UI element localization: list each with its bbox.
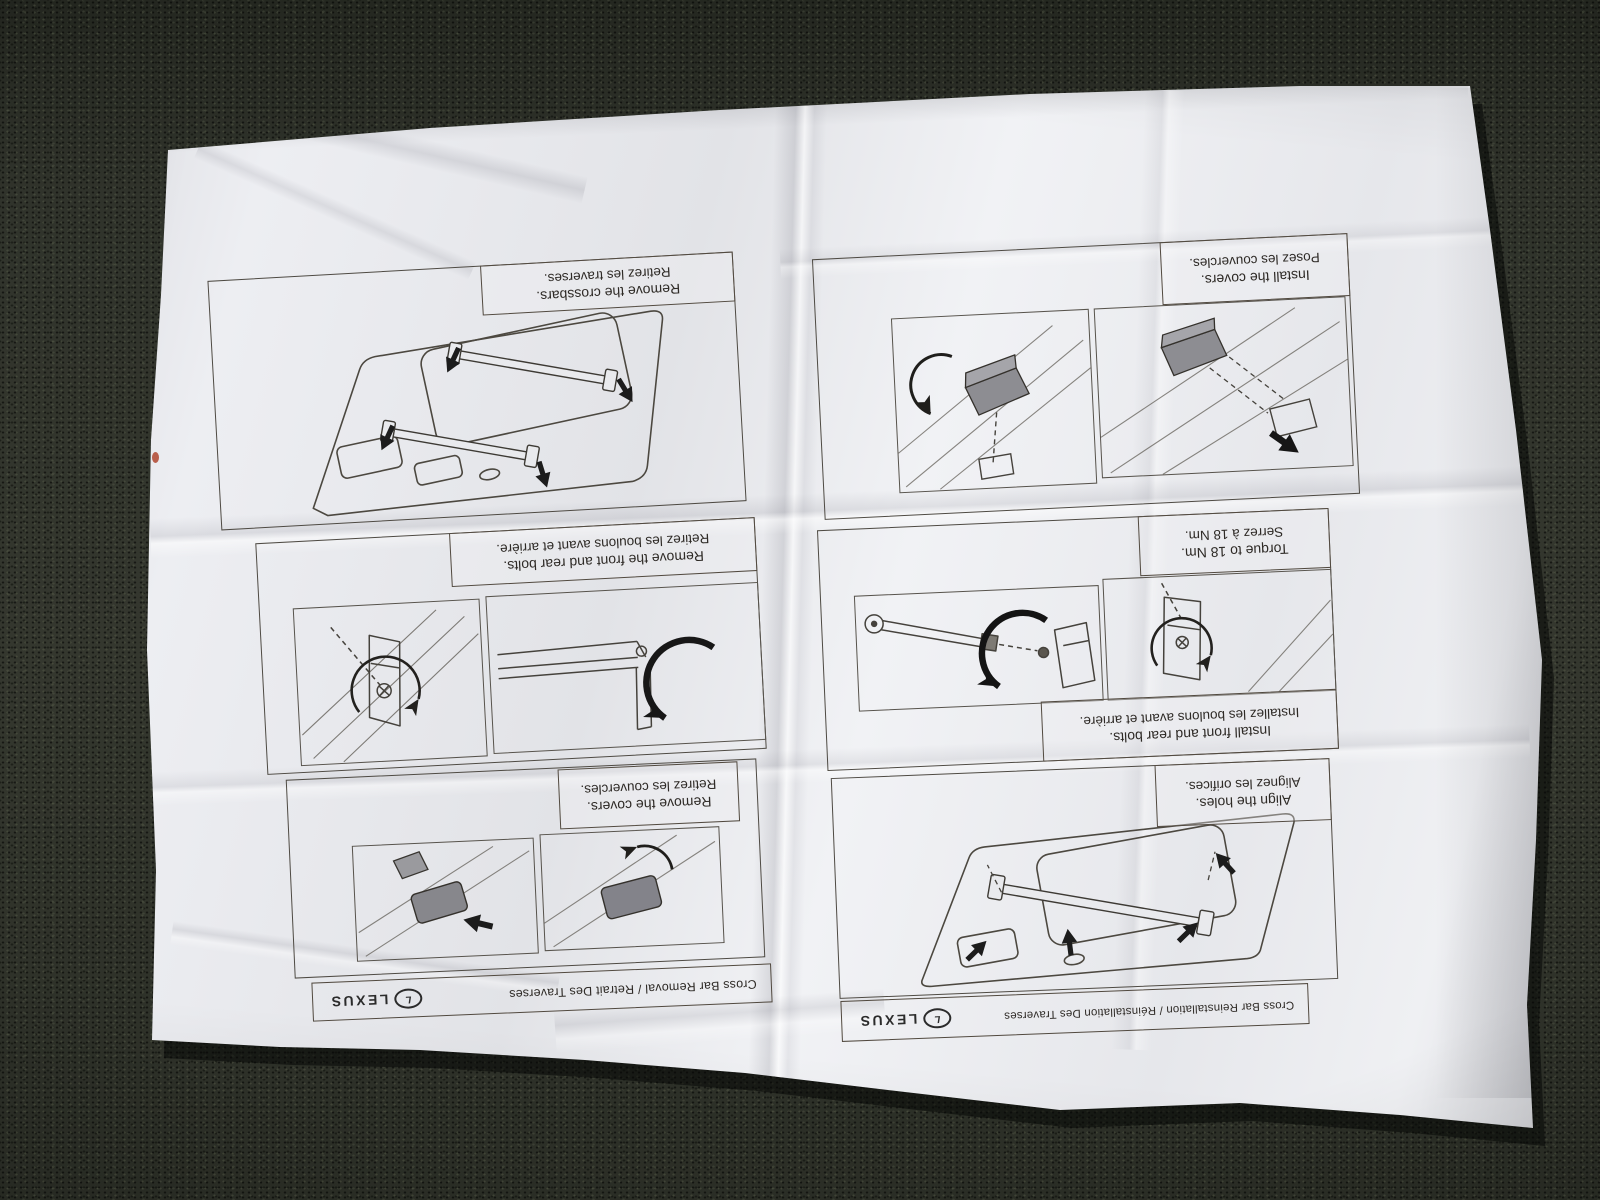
lexus-wordmark: LEXUS: [328, 990, 389, 1010]
detail-frame: [539, 826, 725, 952]
lexus-logo: L LEXUS: [328, 987, 423, 1012]
lexus-emblem-icon: L: [922, 1007, 952, 1029]
lexus-emblem-icon: L: [393, 987, 423, 1009]
rotation-arrow-icon: [1150, 616, 1213, 673]
detail-frame: [351, 837, 539, 962]
rotation-arrow-icon: [643, 636, 716, 721]
rotate-cover-arrow-icon: [909, 353, 953, 416]
bolt-rotation-diagram: [497, 636, 716, 731]
label-align-holes: Align the holes. Alignez les orifices.: [1154, 758, 1332, 828]
seat-cover-arrow-icon: [1269, 430, 1299, 453]
lexus-wordmark: LEXUS: [857, 1010, 918, 1029]
detail-frame: [853, 585, 1104, 712]
cover-install-diagram-2: [1100, 307, 1348, 475]
label-install-covers: Install the covers. Posez les couvercles…: [1159, 233, 1351, 306]
torque-rotation-arrow-icon: [977, 609, 1049, 690]
footer-title-reinstall: Cross Bar Reinstallation / Réinstallatio…: [1003, 998, 1295, 1022]
label-remove-covers: Remove the covers. Retirez les couvercle…: [557, 761, 741, 830]
lift-arrow-icon: [619, 844, 674, 870]
panel-remove-bolts: Remove the front and rear bolts. Retirez…: [255, 517, 767, 775]
red-mark: [152, 452, 159, 463]
install-bolt-diagram: [1150, 582, 1334, 693]
footer-title-removal: Cross Bar Removal / Retrait Des Traverse…: [508, 976, 758, 1001]
panel-install-covers: Install the covers. Posez les couvercles…: [811, 233, 1361, 520]
cover-install-diagram-1: [898, 325, 1091, 490]
press-arrow-icon: [463, 914, 494, 933]
align-holes-diagram: [920, 813, 1295, 988]
detail-frame: [1093, 296, 1354, 479]
panel-align-holes: Align the holes. Alignez les orifices.: [830, 758, 1339, 999]
label-torque: Torque to 18 Nm. Serrez à 18 Nm.: [1137, 507, 1332, 577]
detail-frame: [890, 308, 1098, 494]
detail-frame: [292, 598, 488, 767]
cover-removal-diagram-1: [358, 845, 530, 957]
rotation-arrow-icon: [350, 655, 421, 717]
paper-crease: [193, 139, 477, 281]
crossbar-shapes: [379, 341, 619, 469]
panel-remove-covers: Remove the covers. Retirez les couvercle…: [285, 758, 766, 979]
detail-frame: [1102, 568, 1337, 701]
paper-crease: [162, 86, 588, 205]
crossbar-removal-diagram: [312, 310, 664, 517]
cover-removal-diagram-2: [544, 834, 716, 948]
detail-frame: [485, 581, 767, 755]
panel-remove-crossbars: Remove the crossbars. Retirez les traver…: [207, 251, 747, 531]
torque-wrench-diagram: [864, 609, 1096, 690]
paper-crease: [157, 86, 1469, 154]
panel-torque-install-bolts: Torque to 18 Nm. Serrez à 18 Nm. Install…: [816, 507, 1340, 772]
bolt-bracket-diagram: [301, 609, 479, 763]
alignment-arrows-icon: [965, 853, 1236, 962]
lexus-logo: L LEXUS: [858, 1007, 952, 1031]
